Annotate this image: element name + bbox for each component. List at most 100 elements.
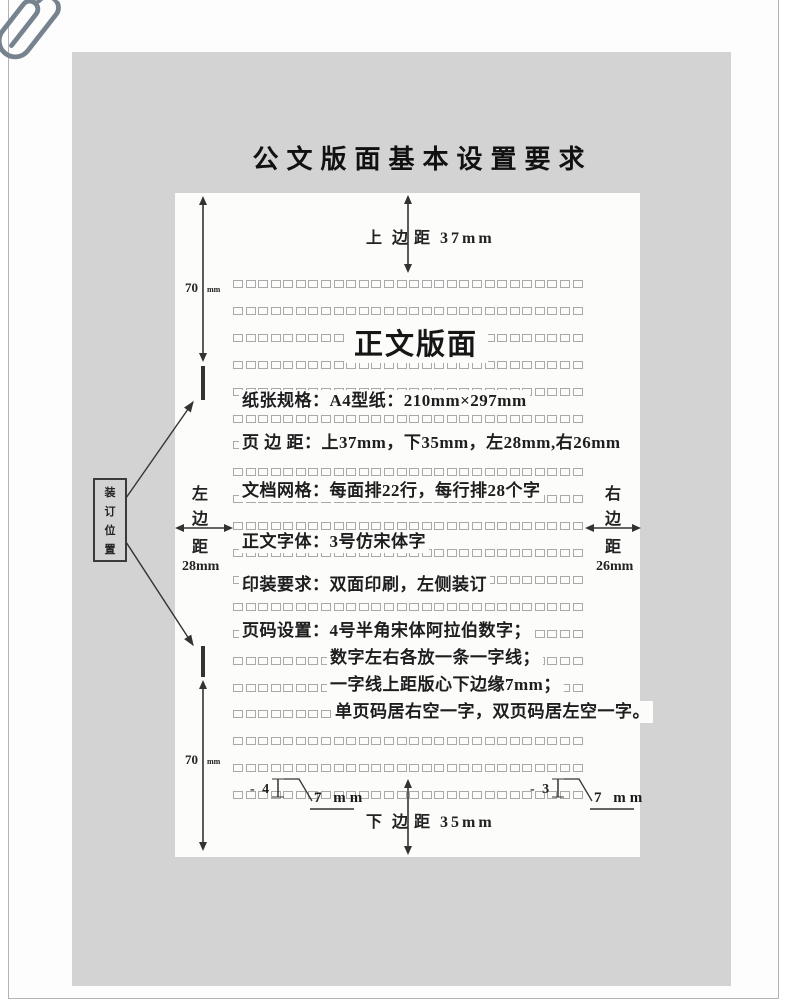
char-cell	[258, 710, 269, 719]
char-cell	[522, 549, 533, 557]
grid-row	[233, 306, 583, 315]
char-cell	[434, 414, 445, 423]
char-cell	[396, 602, 407, 611]
char-cell	[283, 737, 294, 746]
binding-char-1: 装	[104, 486, 116, 499]
char-cell	[471, 764, 482, 773]
char-cell	[421, 414, 432, 423]
char-cell	[572, 737, 583, 746]
char-cell	[283, 522, 294, 531]
char-cell	[396, 414, 407, 423]
char-cell	[383, 414, 394, 423]
char-cell	[534, 280, 545, 288]
char-cell	[572, 764, 583, 773]
char-cell	[233, 656, 243, 665]
char-cell	[333, 414, 344, 423]
bottom-margin-label: 下 边	[366, 814, 412, 831]
char-cell	[245, 360, 256, 369]
char-cell	[446, 764, 457, 773]
char-cell	[321, 468, 332, 477]
char-cell	[547, 629, 558, 638]
char-cell	[409, 764, 420, 773]
char-cell	[421, 468, 432, 477]
char-cell	[396, 306, 407, 315]
char-cell	[522, 360, 533, 369]
char-cell	[560, 575, 571, 584]
char-cell	[560, 495, 571, 504]
char-cell	[471, 522, 482, 531]
char-cell	[560, 360, 571, 369]
char-cell	[509, 280, 520, 288]
char-cell	[522, 764, 533, 773]
char-cell	[484, 414, 495, 423]
char-cell	[471, 549, 482, 557]
char-cell	[383, 602, 394, 611]
char-cell	[547, 280, 558, 288]
char-cell	[333, 280, 344, 288]
char-cell	[283, 656, 294, 665]
char-cell	[434, 764, 445, 773]
char-cell	[497, 414, 508, 423]
char-cell	[547, 737, 558, 746]
char-cell	[321, 602, 332, 611]
char-cell	[270, 656, 281, 665]
char-cell	[509, 764, 520, 773]
char-cell	[283, 333, 294, 342]
char-cell	[233, 280, 243, 288]
char-cell	[258, 791, 269, 800]
char-cell	[459, 280, 470, 288]
char-cell	[245, 683, 256, 692]
char-cell	[295, 468, 306, 477]
char-cell	[245, 791, 256, 800]
char-cell	[270, 468, 281, 477]
char-cell	[446, 791, 457, 800]
char-cell	[333, 522, 344, 531]
char-cell	[409, 414, 420, 423]
char-cell	[396, 468, 407, 477]
char-cell	[484, 468, 495, 477]
char-cell	[534, 791, 545, 800]
char-cell	[283, 360, 294, 369]
char-cell	[497, 764, 508, 773]
char-cell	[258, 602, 269, 611]
char-cell	[283, 791, 294, 800]
char-cell	[371, 522, 382, 531]
char-cell	[245, 764, 256, 773]
char-cell	[371, 737, 382, 746]
char-cell	[233, 737, 243, 746]
char-cell	[308, 360, 319, 369]
char-cell	[534, 602, 545, 611]
char-cell	[459, 791, 470, 800]
char-cell	[371, 280, 382, 288]
char-cell	[509, 333, 520, 342]
char-cell	[409, 280, 420, 288]
char-cell	[258, 764, 269, 773]
char-cell	[383, 737, 394, 746]
char-cell	[484, 549, 495, 557]
char-cell	[346, 414, 357, 423]
char-cell	[572, 575, 583, 584]
grid-row	[233, 522, 583, 531]
char-cell	[270, 280, 281, 288]
char-cell	[484, 360, 495, 369]
grid-row	[233, 764, 583, 773]
spec-document-grid: 文档网格：每面排22行，每行排28个字	[239, 480, 544, 502]
char-cell	[295, 737, 306, 746]
spec-page-number-3: 一字线上距版心下边缘7mm；	[327, 674, 564, 696]
char-cell	[459, 468, 470, 477]
char-cell	[572, 280, 583, 288]
grid-row	[233, 360, 583, 369]
char-cell	[371, 764, 382, 773]
char-cell	[459, 764, 470, 773]
left-margin-char-1: 左	[191, 486, 208, 503]
ruler-top-value: 70	[185, 280, 198, 295]
char-cell	[358, 280, 369, 288]
char-cell	[560, 468, 571, 477]
char-cell	[509, 414, 520, 423]
char-cell	[371, 468, 382, 477]
char-cell	[522, 306, 533, 315]
char-cell	[383, 522, 394, 531]
char-cell	[321, 333, 332, 342]
char-cell	[534, 737, 545, 746]
